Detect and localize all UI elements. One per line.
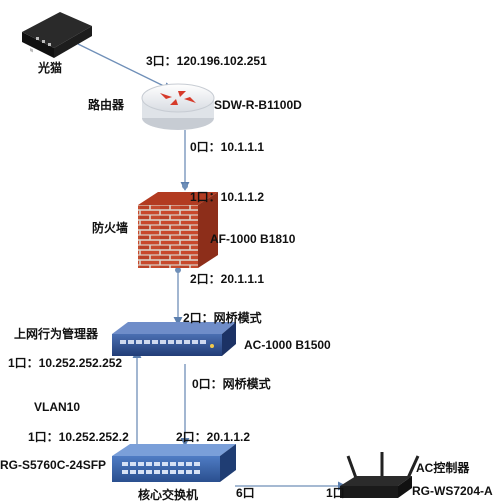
firewall-icon [138, 192, 218, 268]
link-modem-router [77, 43, 173, 91]
behavior-bottom-port-label: 0口：网桥模式 [192, 377, 271, 391]
behavior-manager-icon [112, 322, 236, 356]
core-switch-icon [112, 444, 236, 482]
connection-links [77, 43, 347, 491]
firewall-label: 防火墙 [92, 221, 129, 235]
behavior-top-port-label: 2口：网桥模式 [183, 311, 262, 325]
port-dot [175, 267, 181, 273]
switch-vlan-port-label: 1口：10.252.252.2 [28, 430, 129, 444]
modem-icon [22, 12, 92, 58]
behavior-model-label: AC-1000 B1500 [244, 338, 331, 352]
core-switch-label: 核心交换机 [138, 488, 199, 502]
router-label: 路由器 [88, 98, 125, 112]
switch-ac-port-label: 6口 [236, 486, 255, 500]
router-icon [141, 83, 215, 130]
vlan-label: VLAN10 [34, 400, 81, 414]
behavior-left-port-label: 1口：10.252.252.252 [8, 356, 123, 370]
router-wan-port-label: 3口：120.196.102.251 [146, 54, 267, 68]
ac-model-label: RG-WS7204-A [412, 484, 493, 498]
ac-controller-icon [340, 452, 420, 498]
firewall-out-port-label: 2口：20.1.1.1 [190, 272, 265, 286]
router-lan-port-label: 0口：10.1.1.1 [190, 140, 265, 154]
firewall-in-port-label: 1口：10.1.1.2 [190, 190, 265, 204]
behavior-manager-label: 上网行为管理器 [14, 327, 99, 341]
router-model-label: SDW-R-B1100D [214, 98, 302, 112]
ac-port-label: 1口 [326, 486, 345, 500]
switch-model-label: RG-S5760C-24SFP [0, 458, 107, 472]
modem-label: 光猫 [38, 61, 63, 75]
ac-controller-label: AC控制器 [416, 461, 470, 475]
port-dot [182, 183, 188, 189]
firewall-model-label: AF-1000 B1810 [210, 232, 296, 246]
switch-up-port-label: 2口：20.1.1.2 [176, 430, 251, 444]
